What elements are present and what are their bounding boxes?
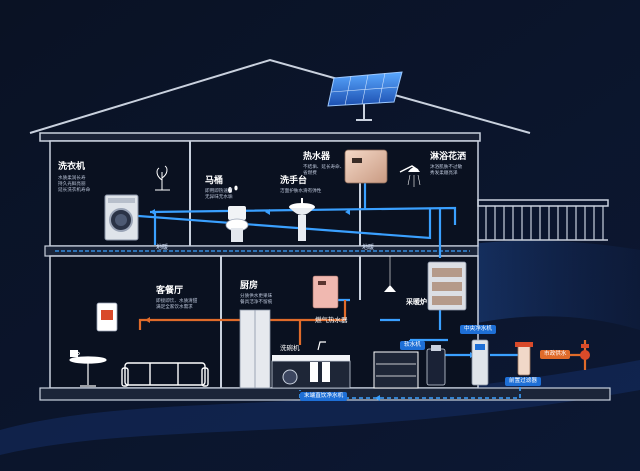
dining-table-icon	[69, 356, 107, 387]
room-desc-laundry-1: 水质柔润长寿	[58, 176, 86, 181]
tag-direct-drinking: 末端直饮净水机	[300, 392, 348, 401]
gas-water-heater-icon	[312, 275, 339, 309]
water-heater-icon	[344, 149, 388, 184]
coffee-cup-icon	[70, 350, 80, 357]
tag-dishwasher: 洗碗机	[280, 344, 300, 352]
room-desc-dining-1: 即接即饮、水质清甜	[156, 299, 198, 304]
solar-panel-icon	[327, 71, 403, 121]
room-title-kitchen: 厨房	[240, 281, 259, 291]
sofa-icon	[121, 362, 209, 387]
balcony-railing	[477, 199, 609, 241]
floor-heating-label-2: 地暖	[362, 244, 375, 251]
background-wave-2	[0, 360, 640, 455]
room-title-boiler: 采暖炉	[406, 298, 427, 306]
tag-municipal: 市政供水	[540, 350, 571, 359]
tag-gas-heater: 燃气热水器	[315, 316, 348, 324]
tag-prefilter: 前置过滤器	[505, 377, 541, 386]
room-title-shower: 淋浴花洒	[430, 152, 467, 162]
roof-outline	[29, 58, 531, 134]
room-desc-heater-2: 省燃费	[303, 171, 317, 176]
washing-machine-icon	[104, 194, 139, 241]
valve-icon	[580, 344, 590, 360]
shower-icon	[399, 165, 421, 187]
room-desc-shower-2: 秀发柔顺亮泽	[430, 171, 458, 176]
room-desc-laundry-3: 延长洗衣机寿命	[58, 188, 91, 193]
room-desc-shower-1: 沐浴肌肤不过敏	[430, 165, 463, 170]
room-title-heater: 热水器	[303, 152, 331, 162]
room-desc-kitchen-2: 餐具洁净不留痕	[240, 300, 273, 305]
cabinet-icon	[373, 351, 419, 389]
room-title-dining: 客餐厅	[156, 286, 184, 296]
wash-basin-icon	[289, 198, 315, 241]
water-softener-icon	[426, 345, 446, 386]
room-title-laundry: 洗衣机	[58, 162, 86, 172]
lamp-icon	[384, 256, 396, 292]
water-drop-icon	[228, 185, 238, 193]
water-dispenser-icon	[96, 302, 118, 332]
room-desc-kitchen-1: 分质供水更果味	[240, 294, 273, 299]
room-desc-toilet-1: 即用即热速洁	[205, 189, 233, 194]
room-title-toilet: 马桶	[205, 176, 224, 186]
room-desc-laundry-2: 持久光鲜亮丽	[58, 182, 86, 187]
tag-softener: 软水机	[400, 341, 425, 350]
refrigerator-icon	[239, 309, 271, 389]
room-desc-heater-1: 不结垢、延长寿命、	[303, 165, 345, 170]
room-desc-dining-2: 满足全家饮水需求	[156, 305, 193, 310]
kitchen-counter	[271, 341, 351, 389]
room-desc-toilet-2: 无异味无水垢	[205, 195, 233, 200]
roof-eave	[39, 132, 481, 142]
central-purifier-icon	[471, 339, 489, 386]
tag-central-purifier: 中央净水机	[460, 325, 496, 334]
toilet-icon	[225, 206, 249, 242]
room-desc-sink-1: 洁面护肤水滑有弹性	[280, 189, 322, 194]
floor-heating-label-1: 地暖	[156, 244, 169, 251]
plant-icon	[155, 165, 170, 191]
prefilter-icon	[515, 342, 533, 376]
heating-boiler-icon	[427, 261, 467, 311]
room-title-sink: 洗手台	[280, 176, 308, 186]
